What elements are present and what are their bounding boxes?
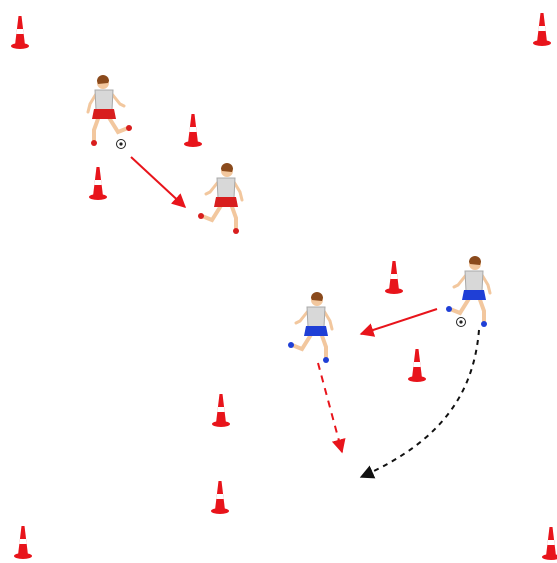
cone-icon [211, 481, 229, 514]
cone-icon [533, 13, 551, 46]
cone-icon [408, 349, 426, 382]
cone-icon [89, 167, 107, 200]
blue-run-arrow [317, 362, 346, 454]
red-player-1 [86, 75, 132, 146]
blue-pass-arrow [359, 308, 438, 337]
ball-icon [456, 317, 466, 327]
blue-dribble-arrow [359, 329, 480, 479]
cone-icon [14, 526, 32, 559]
cone-icon [184, 114, 202, 147]
red-player-2 [198, 163, 244, 234]
blue-player-2 [288, 292, 334, 363]
arrows-layer [130, 156, 480, 479]
cone-icon [212, 394, 230, 427]
ball-icon [116, 139, 126, 149]
cone-icon [11, 16, 29, 49]
cone-icon [385, 261, 403, 294]
players-layer [86, 75, 492, 363]
red-pass-arrow [130, 156, 187, 208]
cone-icon [542, 527, 557, 560]
blue-player-1 [446, 256, 492, 327]
cones-layer [11, 13, 557, 560]
